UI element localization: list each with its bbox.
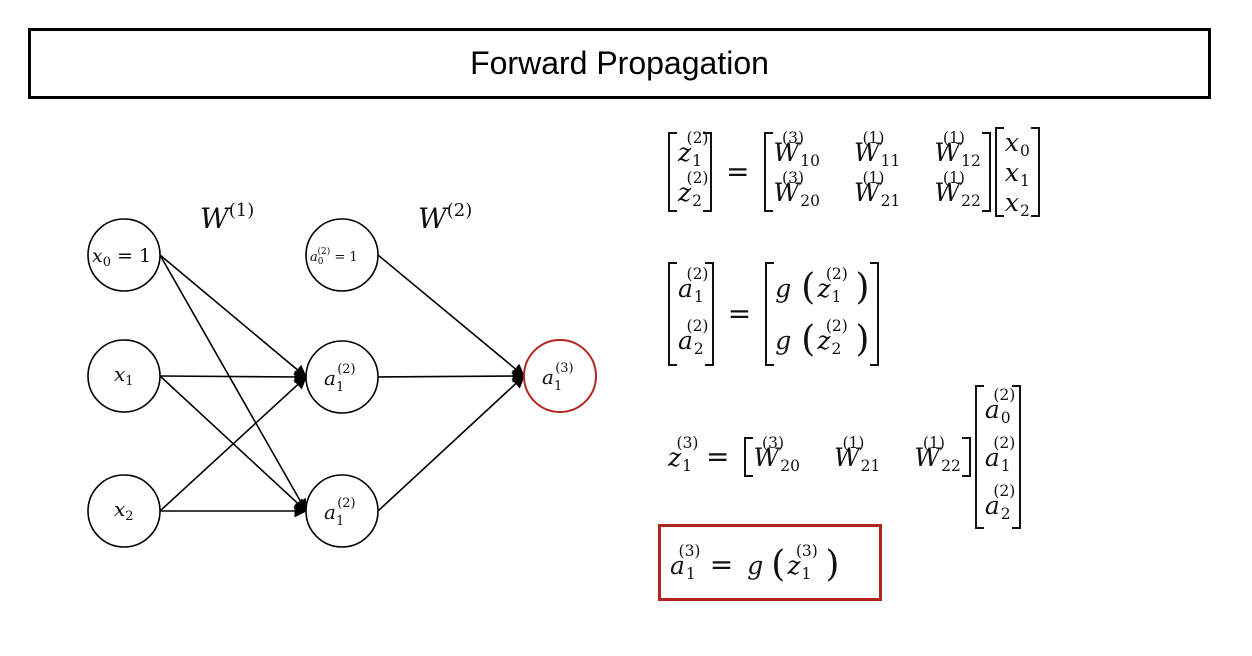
weight-matrix: W(3)10 W(3)20 W(1)11 W(1)21 W(1)12 W(1)2… (763, 130, 992, 212)
edge-a0-out (377, 254, 525, 377)
edge-a1-out (377, 369, 526, 383)
equals-sign: = (709, 548, 734, 581)
input-node-x1: x1 (87, 339, 161, 413)
z3-lhs: z(3)1 (668, 433, 699, 475)
equals-sign: = (726, 155, 750, 188)
edges (159, 254, 526, 518)
equation-z3: z(3)1 = W(3)20 W(1)21 W(1)22 a(2)0 a(2)1… (668, 385, 1021, 529)
result-box (658, 524, 882, 601)
input-node-x2: x2 (87, 474, 161, 548)
z2-vector: z(2)1 z(2)2 (668, 130, 713, 212)
edge-x2-a1 (159, 376, 307, 512)
edge-x1-a1 (159, 370, 308, 384)
weight-label-1: W(1) (200, 200, 254, 235)
hidden-node-a2: a1(2) (305, 474, 379, 548)
weight-row: W(3)20 W(1)21 W(1)22 (743, 435, 972, 477)
edge-x0-a2 (159, 254, 307, 513)
a2-vector: a(2)1 a(2)2 (668, 262, 714, 366)
svg-text:x2: x2 (114, 497, 134, 524)
svg-text:a1(3): a1(3) (542, 361, 574, 394)
equation-output: a(3)1 = g(z(3)1) (670, 541, 840, 585)
input-vector: x0 x1 x2 (994, 127, 1040, 219)
page-title: Forward Propagation (470, 45, 769, 81)
activation-vector: g(z(2)1) g(z(2)2) (765, 262, 880, 366)
title-box: Forward Propagation (28, 28, 1211, 99)
svg-text:a0(2) = 1: a0(2) = 1 (310, 246, 358, 267)
output-node-a1-3: a1(3) (523, 339, 597, 413)
svg-text:x1: x1 (114, 362, 134, 389)
weight-label-2: W(2) (418, 200, 472, 235)
equation-a2: a(2)1 a(2)2 = g(z(2)1) g(z(2)2) (668, 262, 880, 366)
svg-text:x0 = 1: x0 = 1 (92, 245, 151, 270)
hidden-node-a0: a0(2) = 1 (305, 218, 379, 292)
svg-text:a1(2): a1(2) (324, 496, 356, 529)
a2-full-vector: a(2)0 a(2)1 a(2)2 (974, 385, 1021, 529)
edge-a2-out (377, 375, 525, 512)
equation-z2: z(2)1 z(2)2 = W(3)10 W(3)20 W(1)11 W(1)2… (668, 127, 1040, 219)
equals-sign: = (727, 297, 752, 330)
edge-x0-a1 (159, 254, 307, 378)
hidden-node-a1: a1(2) (305, 340, 379, 414)
svg-text:a1(2): a1(2) (324, 362, 356, 395)
equals-sign: = (706, 440, 730, 473)
input-node-x0: x0 = 1 (87, 218, 161, 292)
